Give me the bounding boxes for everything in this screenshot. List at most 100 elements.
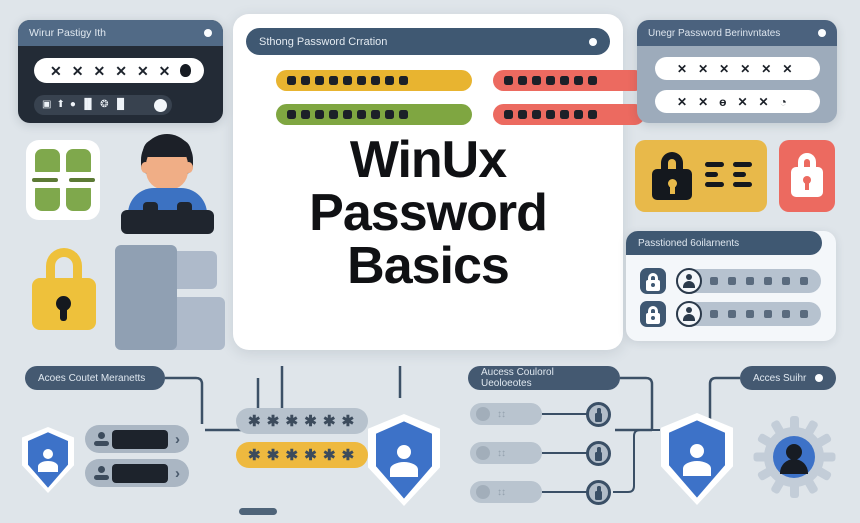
globe-icon[interactable]: ❂	[100, 99, 109, 110]
requirement-field-1[interactable]: ✕ ✕ ✕ ✕ ✕ ✕	[655, 57, 820, 80]
permission-avatar-icon	[476, 407, 490, 421]
permission-avatar-icon	[476, 485, 490, 499]
bar-dot	[357, 110, 366, 119]
mask-char: ✕	[93, 62, 106, 79]
lock-body	[595, 491, 602, 500]
bar-dot	[287, 76, 296, 85]
chevron-right-icon[interactable]: ›	[175, 464, 180, 482]
bar-dot	[329, 76, 338, 85]
mask-dot	[782, 277, 790, 285]
bottom-pill-label: Acces Suihr	[753, 372, 807, 384]
mask-char: ɵ	[719, 94, 727, 109]
bottom-pill-access-suite[interactable]: Acces Suihr	[740, 366, 836, 390]
title-line-1: WinUx	[349, 131, 507, 189]
star-mask-text: ✱ ✱ ✱ ✱ ✱ ✱	[248, 413, 356, 430]
document-tab	[171, 251, 217, 289]
bar-dot	[560, 110, 569, 119]
bar-dot	[399, 110, 408, 119]
mask-char: ✕	[761, 61, 772, 76]
bar-dot	[588, 76, 597, 85]
lock-icon	[652, 152, 692, 200]
user-avatar-icon	[676, 301, 702, 327]
requirement-field-2[interactable]: ✕ ✕ ɵ ✕ ✕ ◔	[655, 90, 820, 113]
bottom-pill-access-updates[interactable]: Aucess Coulorol Ueoloeotes	[468, 366, 620, 390]
masked-password-input[interactable]: ✕ ✕ ✕ ✕ ✕ ✕	[34, 58, 204, 83]
columns-icon[interactable]: ▐▌	[80, 99, 96, 110]
bar-dot	[546, 110, 555, 119]
mask-char: ✕	[758, 94, 769, 109]
password-entry-card: Wirur Pastigy Ith ✕ ✕ ✕ ✕ ✕ ✕ ▣ ⬆ ● ▐▌ ❂…	[18, 20, 223, 123]
account-password-field[interactable]	[676, 268, 821, 294]
account-password-field[interactable]	[676, 301, 821, 327]
bar-dot	[385, 110, 394, 119]
password-entry-card-title: Wirur Pastigy Ith	[29, 27, 107, 39]
mask-char: ✕	[158, 62, 171, 79]
status-dot-icon	[589, 37, 597, 46]
columns-icon[interactable]: ▐▌	[113, 99, 128, 110]
padlock-icon	[28, 248, 100, 330]
padlock-keyhole-stem	[60, 306, 67, 321]
hero-card: Sthong Password Crration	[233, 14, 645, 350]
bar-dot	[546, 76, 555, 85]
grid-line	[68, 178, 95, 182]
bottom-pill-access-control[interactable]: Acoes Coutet Meranetts	[25, 366, 165, 390]
bar-dot	[532, 110, 541, 119]
upload-icon[interactable]: ⬆	[56, 99, 65, 110]
text-cursor-icon	[180, 64, 192, 77]
gear-user-body	[780, 459, 808, 474]
document-list-icon	[115, 245, 277, 515]
account-row[interactable]	[640, 268, 821, 294]
mask-char: ✕	[50, 62, 62, 79]
permission-pill[interactable]: ↕↕	[470, 481, 542, 503]
strength-bar-yellow	[276, 70, 472, 91]
lock-icon	[640, 301, 666, 327]
gear-tooth	[789, 416, 799, 432]
archive-icon[interactable]: ▣	[42, 99, 52, 110]
account-entry-row[interactable]: ›	[85, 425, 189, 453]
password-requirements-card: Unegr Password Berinvntates ✕ ✕ ✕ ✕ ✕ ✕ …	[637, 20, 837, 123]
lock-icon	[640, 268, 666, 294]
user-shield-icon-large	[368, 414, 440, 506]
hero-card-header: Sthong Password Crration	[246, 28, 610, 55]
mask-dot	[710, 310, 718, 318]
mask-dot	[800, 310, 808, 318]
shield-user-head	[397, 445, 411, 459]
bar-dot	[518, 110, 527, 119]
mask-dot	[764, 277, 772, 285]
toggle-knob-icon[interactable]	[154, 98, 167, 112]
mask-char: ✕	[737, 94, 748, 109]
bar-dot	[301, 76, 310, 85]
status-dot-icon	[815, 374, 823, 382]
bar-dot	[385, 76, 394, 85]
shield-fill	[375, 421, 433, 499]
lock-keyhole-stem	[670, 185, 675, 194]
star-mask-text: ✱ ✱ ✱ ✱ ✱ ✱	[248, 447, 356, 464]
password-accounts-card: Passtioned 6oilarnents	[626, 231, 836, 341]
mask-dot	[728, 310, 736, 318]
document-sheet	[115, 245, 177, 350]
bottom-pill-label: Aucess Coulorol Ueoloeotes	[481, 367, 554, 389]
user-avatar-icon	[676, 268, 702, 294]
rule-line	[733, 182, 752, 187]
bar-dot	[399, 76, 408, 85]
chevron-right-icon[interactable]: ›	[175, 430, 180, 448]
lock-keyhole	[668, 179, 677, 188]
account-row[interactable]	[640, 301, 821, 327]
lock-node-icon	[586, 441, 611, 466]
account-entry-row[interactable]: ›	[85, 459, 189, 487]
lock-body	[595, 413, 602, 422]
password-toolbar[interactable]: ▣ ⬆ ● ▐▌ ❂ ▐▌	[34, 95, 172, 115]
mask-char: ✕	[677, 61, 688, 76]
mask-char: ✕	[698, 94, 709, 109]
title-line-3: Basics	[347, 237, 510, 296]
mask-dot	[746, 310, 754, 318]
sort-arrows-icon: ↕↕	[497, 486, 506, 498]
dot-icon[interactable]: ●	[69, 99, 76, 110]
permission-pill[interactable]: ↕↕	[470, 442, 542, 464]
mask-char: ✕	[782, 61, 793, 76]
permission-pill[interactable]: ↕↕	[470, 403, 542, 425]
gear-user-head	[786, 444, 802, 460]
rule-line	[705, 172, 718, 177]
mask-char: ✕	[740, 61, 751, 76]
